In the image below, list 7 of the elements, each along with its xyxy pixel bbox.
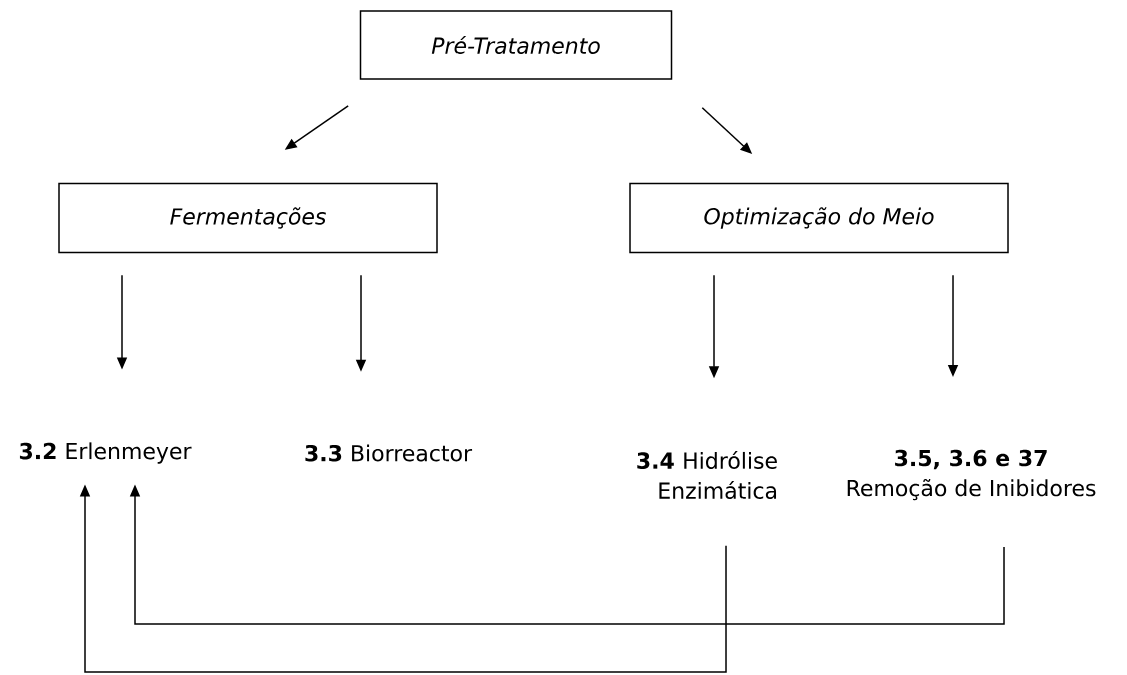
step-label: 3.3 Biorreactor bbox=[305, 444, 473, 462]
step-label: 3.5, 3.6 e 37 Remoção de Inibidores bbox=[847, 449, 1096, 501]
step-label: 3.4 Hidrólise Enzimática bbox=[637, 451, 777, 499]
process-box: Pré-Tratamento bbox=[359, 10, 673, 80]
step-label: 3.2 Erlenmeyer bbox=[19, 442, 192, 464]
process-box: Optimização do Meio bbox=[629, 182, 1009, 254]
process-box: Fermentações bbox=[58, 182, 438, 254]
